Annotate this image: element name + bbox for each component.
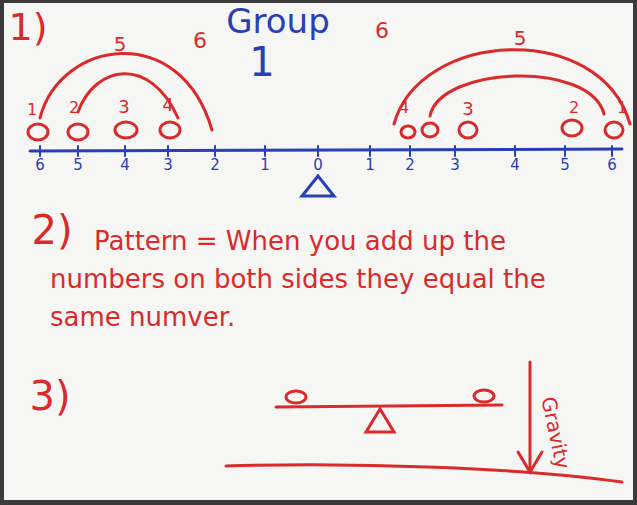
- weight-number: 3: [462, 100, 473, 118]
- beam-number: 6: [607, 158, 617, 173]
- arc-label: 6: [375, 20, 389, 42]
- weight-number: 2: [569, 100, 579, 116]
- beam-number: 2: [210, 158, 220, 173]
- group-number: 1: [249, 42, 274, 82]
- beam-number: 6: [35, 158, 45, 173]
- beam-number: 5: [560, 158, 570, 173]
- weight-number: 1: [27, 102, 37, 118]
- arc-five-right: [430, 76, 604, 116]
- weight-number: 4: [162, 96, 173, 114]
- beam-number: 3: [450, 158, 460, 173]
- section-number: 2): [31, 210, 72, 250]
- beam-number: 4: [120, 158, 130, 173]
- beam-number: 1: [260, 158, 270, 173]
- weight-number: 4: [399, 100, 409, 116]
- arc-label: 5: [114, 34, 127, 54]
- weight-number: 1: [617, 100, 627, 116]
- beam-number: 4: [510, 158, 520, 173]
- group-title: Group: [226, 4, 330, 38]
- section-number: 1): [8, 8, 47, 46]
- beam-number: 1: [365, 158, 375, 173]
- beam-number: 0: [313, 158, 323, 173]
- arc-label: 6: [193, 30, 207, 52]
- arc-label: 5: [514, 28, 527, 48]
- arc-five-left: [78, 74, 178, 118]
- section-number: 3): [29, 376, 70, 416]
- beam-number: 3: [163, 158, 173, 173]
- arc-six-left: [40, 53, 212, 130]
- fulcrum: [302, 176, 334, 196]
- weight-number: 2: [69, 100, 79, 116]
- pattern-text: Pattern = When you add up the numbers on…: [50, 222, 622, 336]
- beam-number: 2: [405, 158, 415, 173]
- arc-six-right: [394, 50, 630, 124]
- beam-number: 5: [73, 158, 83, 173]
- weight-number: 3: [118, 98, 129, 116]
- balance-beam: [30, 149, 622, 151]
